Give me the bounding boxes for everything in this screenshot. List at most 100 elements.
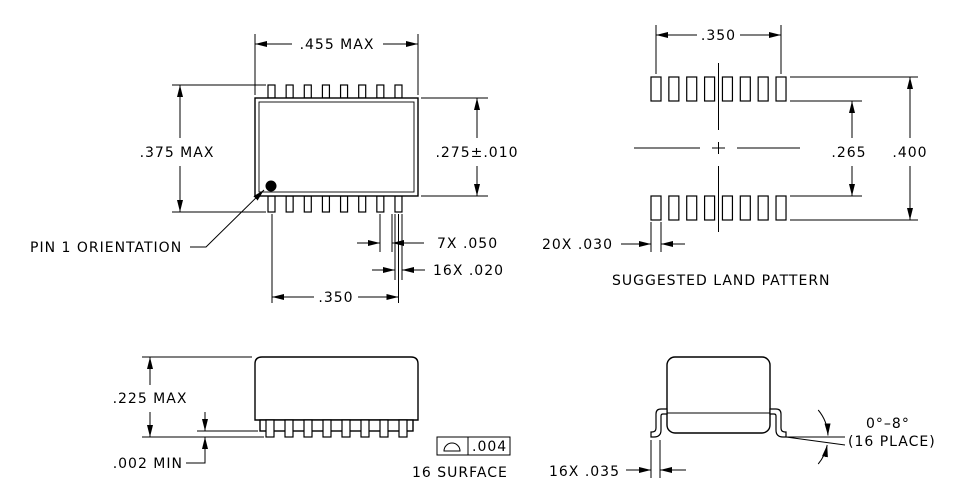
standoff-label: .002 MIN [113,456,183,472]
dimension-standoff: .002 MIN [113,412,258,472]
suggested-land-pattern: .350 .265 .400 20X .030 SUGGESTED LAND P… [542,25,927,289]
top-view-lower-lead-1 [267,195,276,213]
side-view-lead-8 [398,419,408,438]
dimension-inner-row-spacing: .265 [831,101,866,196]
angle-arc-upper [817,409,831,436]
end-view-package-body [666,356,771,434]
angle-arc-lower [817,444,828,465]
land-pattern-caption: SUGGESTED LAND PATTERN [612,273,831,289]
inner-row-spacing-label: .265 [831,145,866,161]
pin-1-marker-dot [265,180,277,192]
land-pad-lower-8 [775,195,787,221]
pin-1-label: PIN 1 ORIENTATION [30,240,182,256]
top-view-lower-lead-3 [303,195,312,213]
side-view-lower-body [259,419,414,432]
coplanarity-value: .004 [472,439,507,455]
top-view-body-inner-edge [258,101,415,193]
top-view: .455 MAX .375 MAX .275±.010 PIN 1 ORIENT… [30,34,518,306]
pad-width-label: 20X .030 [542,237,613,253]
side-view-lead-7 [379,419,389,438]
foot-length-label: 16X .035 [549,464,620,480]
end-view-left-lead [650,408,668,438]
side-view-lead-2 [284,419,294,438]
row-span-label: .350 [318,290,353,306]
pad-span-label: .350 [701,28,736,44]
side-view-lead-1 [265,419,275,438]
lead-width-label: 16X .020 [433,263,504,279]
top-view-lower-lead-6 [358,195,367,213]
land-pad-upper-7 [757,76,769,102]
lead-angle-label: 0°–8° [866,416,910,432]
dimension-outer-row-spacing: .400 [892,77,927,220]
side-view-leads [265,419,408,438]
dimension-body-width: .275±.010 [421,97,518,197]
dimension-pad-span: .350 [655,25,782,74]
side-view-lead-3 [303,419,313,438]
top-view-lower-lead-4 [321,195,331,213]
land-pattern-upper-pads [650,76,787,102]
top-view-lower-lead-8 [394,195,403,213]
package-height-label: .225 MAX [113,391,188,407]
land-pad-upper-5 [721,76,734,102]
land-pad-lower-5 [721,195,734,221]
dimension-overall-length: .455 MAX [254,34,419,95]
surface-profile-symbol-icon [443,442,461,452]
angle-lead-line [785,436,846,446]
top-view-lower-leads [267,195,403,213]
land-pad-upper-3 [686,76,698,102]
body-width-label: .275±.010 [435,145,518,161]
land-pattern-center-lines [634,63,800,232]
side-view-lead-5 [341,419,351,438]
feature-frame-box [436,436,511,456]
dimension-pad-width: 20X .030 [542,222,685,253]
top-view-upper-lead-5 [339,84,349,99]
top-view-package-body [254,97,419,197]
side-view-lead-4 [322,419,332,438]
land-pad-lower-1 [650,195,662,221]
outer-row-spacing-label: .400 [892,145,927,161]
pin-1-leader-line [190,189,265,248]
top-view-upper-lead-2 [285,84,294,99]
overall-width-label: .375 MAX [140,145,215,161]
top-view-upper-lead-8 [394,84,403,99]
dimension-lead-angle: 0°–8° (16 PLACE) [785,409,936,465]
land-pad-lower-7 [757,195,769,221]
end-view-right-lead [769,408,787,438]
dimension-row-span: .350 [271,214,399,306]
land-pad-upper-6 [739,76,751,102]
top-view-lower-lead-2 [285,195,294,213]
coplanarity-feature-frame: .004 16 SURFACE [412,436,511,481]
land-pad-lower-3 [686,195,698,221]
top-view-upper-leads [267,84,403,99]
dimension-lead-width: 16X .020 [372,214,504,280]
overall-length-label: .455 MAX [300,37,375,53]
coplanarity-note: 16 SURFACE [412,465,508,481]
top-view-lower-lead-7 [376,195,385,213]
end-view: 16X .035 0°–8° (16 PLACE) [549,356,936,480]
pin-1-callout: PIN 1 ORIENTATION [30,189,265,256]
dimension-lead-pitch: 7X .050 [357,214,498,252]
top-view-upper-lead-3 [303,84,312,99]
land-pattern-lower-pads [650,195,787,221]
dimension-foot-length: 16X .035 [549,440,686,480]
top-view-upper-lead-4 [321,84,331,99]
side-view-lead-6 [360,419,370,438]
dimension-overall-width: .375 MAX [140,84,266,213]
top-view-lower-lead-5 [339,195,349,213]
top-view-upper-lead-6 [358,84,367,99]
land-pad-upper-8 [775,76,787,102]
dimension-package-height: .225 MAX [113,356,264,438]
side-view: .225 MAX .002 MIN .004 16 SURFACE [113,356,511,481]
land-pad-lower-6 [739,195,751,221]
lead-pitch-label: 7X .050 [437,236,498,252]
land-pad-lower-4 [703,195,716,221]
land-pad-upper-2 [668,76,680,102]
top-view-upper-lead-1 [267,84,276,99]
lead-angle-note: (16 PLACE) [848,434,936,450]
top-view-upper-lead-7 [376,84,385,99]
land-pad-lower-2 [668,195,680,221]
dimension-arrow-up [186,437,208,464]
land-pad-upper-4 [703,76,716,102]
land-pad-upper-1 [650,76,662,102]
